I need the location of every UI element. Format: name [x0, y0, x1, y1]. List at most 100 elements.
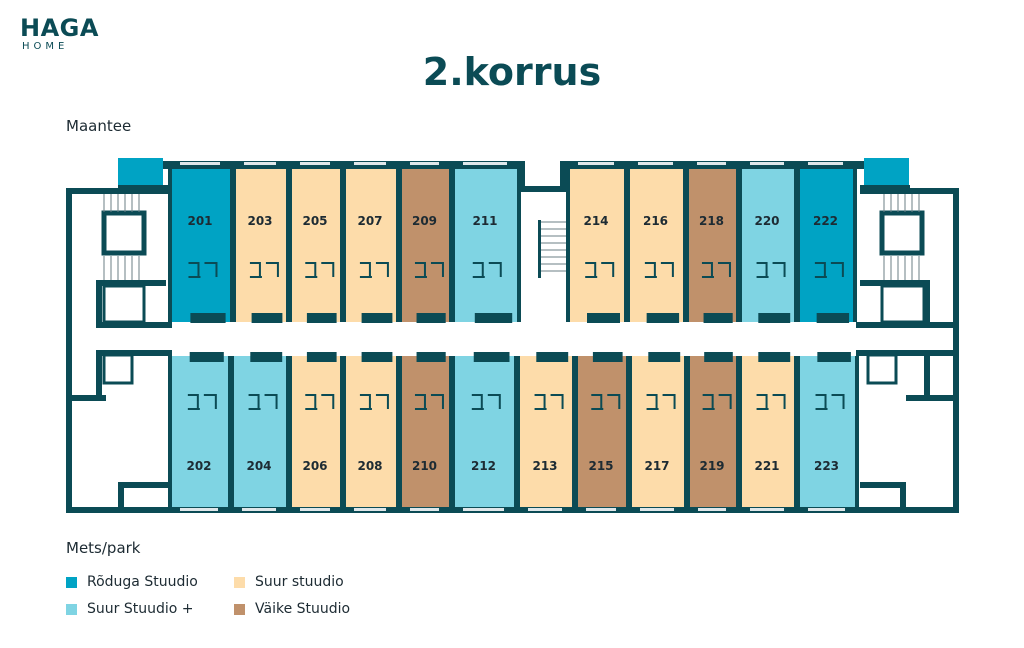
legend-swatch: [66, 576, 77, 588]
closet: [646, 313, 680, 323]
closet: [190, 313, 226, 323]
unit-207-number: 207: [357, 214, 382, 228]
unit-221: 221: [738, 356, 798, 507]
closet: [361, 313, 393, 323]
window: [578, 162, 614, 165]
unit-219-fill: [688, 356, 736, 507]
legend-item-roduga: Rõduga Stuudio: [66, 574, 198, 590]
closet: [536, 352, 569, 362]
unit-207-fill: [344, 169, 396, 322]
wall: [66, 188, 168, 194]
unit-divider: [566, 169, 570, 322]
bathroom-walls: [644, 262, 674, 278]
window: [750, 508, 784, 511]
unit-214-fill: [568, 169, 624, 322]
unit-204: 204: [230, 356, 290, 507]
unit-divider: [738, 356, 742, 507]
wall: [924, 350, 930, 395]
unit-201-number: 201: [187, 214, 212, 228]
window: [463, 508, 504, 511]
legend-item-vaike: Väike Stuudio: [234, 601, 350, 617]
closet: [587, 313, 620, 323]
unit-201-fill: [170, 169, 230, 322]
left-outer-wall: [66, 188, 72, 513]
unit-divider: [738, 169, 742, 322]
bathroom-walls: [756, 394, 786, 410]
bathroom-walls: [359, 394, 389, 410]
unit-203-number: 203: [247, 214, 272, 228]
unit-206-number: 206: [302, 459, 327, 473]
wall: [519, 186, 566, 192]
window: [180, 508, 218, 511]
closet: [361, 352, 393, 362]
unit-209-fill: [400, 169, 449, 322]
wall: [924, 280, 930, 328]
closet: [592, 352, 623, 362]
stair-box-right: [879, 210, 925, 256]
legend-label: Rõduga Stuudio: [87, 574, 198, 590]
corridor-wall: [96, 350, 172, 356]
unit-215: 215: [574, 356, 630, 507]
unit-223: 223: [796, 356, 859, 507]
unit-divider: [686, 356, 690, 507]
legend-item-suur: Suur stuudio: [234, 574, 344, 590]
window: [300, 162, 330, 165]
unit-222: 222: [796, 169, 857, 322]
legend-swatch: [234, 603, 245, 615]
stair-box-left: [101, 210, 147, 256]
wall: [96, 350, 102, 395]
window: [410, 162, 439, 165]
bathroom-walls: [756, 262, 786, 278]
unit-215-fill: [576, 356, 626, 507]
stair-landing-left: [102, 210, 146, 256]
unit-divider: [342, 169, 346, 322]
unit-divider: [451, 356, 455, 507]
unit-203: 203: [232, 169, 290, 322]
park-label: Mets/park: [66, 539, 141, 557]
window: [463, 162, 507, 165]
unit-213: 213: [516, 356, 576, 507]
unit-divider: [685, 169, 689, 322]
unit-204-number: 204: [246, 459, 271, 473]
corridor-wall: [856, 350, 959, 356]
window: [242, 508, 276, 511]
unit-208: 208: [342, 356, 400, 507]
window: [586, 508, 616, 511]
unit-divider: [288, 356, 292, 507]
bathroom-walls: [591, 394, 621, 410]
unit-214: 214: [566, 169, 628, 322]
bathroom-walls: [471, 394, 501, 410]
bathroom-walls: [414, 262, 444, 278]
haga-home-logo: HAGA HOME: [20, 16, 99, 54]
unit-204-fill: [232, 356, 286, 507]
stair-rail: [538, 220, 541, 278]
shaft: [866, 353, 898, 385]
closet: [703, 313, 733, 323]
wall: [560, 161, 566, 191]
unit-divider: [168, 356, 172, 507]
unit-divider: [853, 169, 857, 322]
closet: [758, 352, 791, 362]
bathroom-walls: [305, 394, 335, 410]
top-wall-left: [163, 161, 520, 169]
wall: [66, 395, 106, 401]
closet: [474, 313, 513, 323]
unit-212-fill: [453, 356, 514, 507]
legend-label: Väike Stuudio: [255, 601, 351, 617]
bathroom-walls: [305, 262, 335, 278]
legend-swatch: [66, 603, 77, 615]
closet: [416, 313, 446, 323]
bathroom-walls: [534, 394, 564, 410]
room: [880, 284, 926, 324]
bathroom-walls: [248, 394, 278, 410]
unit-205: 205: [288, 169, 344, 322]
closet: [648, 352, 681, 362]
unit-211-fill: [453, 169, 517, 322]
shaft: [102, 353, 134, 385]
unit-221-fill: [740, 356, 794, 507]
wall: [96, 280, 166, 286]
wall-details: [180, 162, 845, 511]
unit-206-fill: [290, 356, 340, 507]
unit-218: 218: [685, 169, 740, 322]
